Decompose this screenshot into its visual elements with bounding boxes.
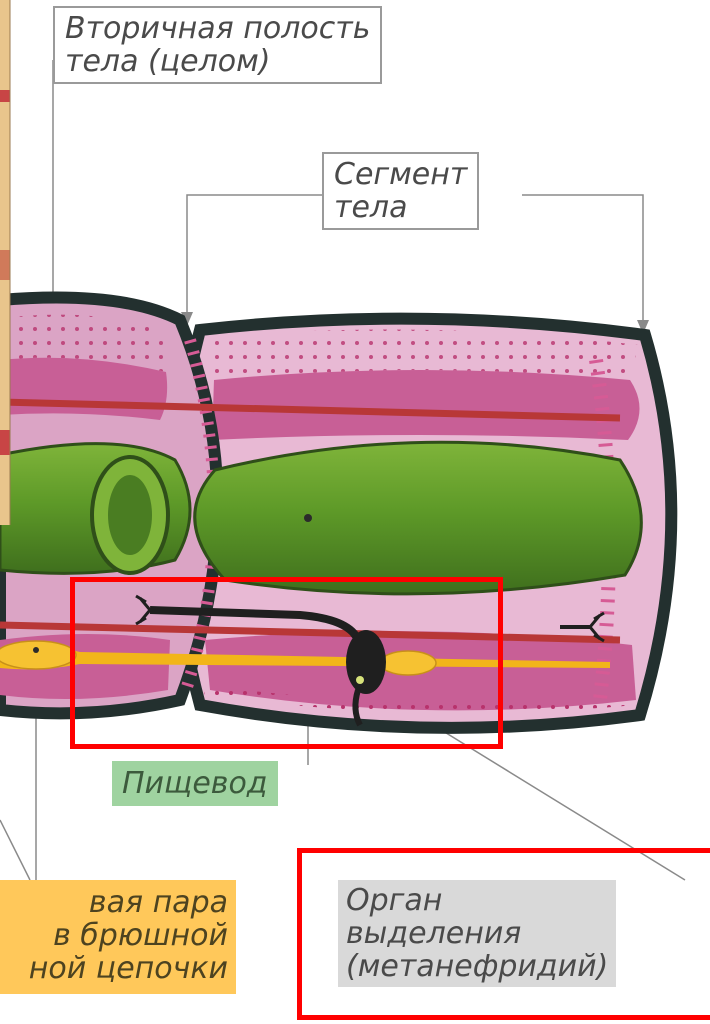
nerve-label-line2: в брюшной	[0, 919, 236, 952]
nerve-label-line3: ной цепочки	[0, 952, 236, 985]
coelom-label-line2: тела (целом)	[65, 44, 270, 79]
coelom-label: Вторичная полость тела (целом)	[53, 6, 382, 84]
inset-image-fragment	[0, 0, 10, 525]
nerve-label-line1: вая пара	[0, 886, 236, 919]
coelom-label-line1: Вторичная полость	[65, 11, 370, 46]
intestine	[0, 442, 641, 594]
segment-label-line1: Сегмент	[334, 157, 467, 192]
esophagus-label: Пищевод	[112, 761, 278, 806]
segment-label-line2: тела	[334, 190, 408, 225]
highlight-box-organ-label	[297, 848, 710, 1020]
segment-label: Сегмент тела	[322, 152, 479, 230]
highlight-box-metanephridium	[70, 577, 503, 749]
